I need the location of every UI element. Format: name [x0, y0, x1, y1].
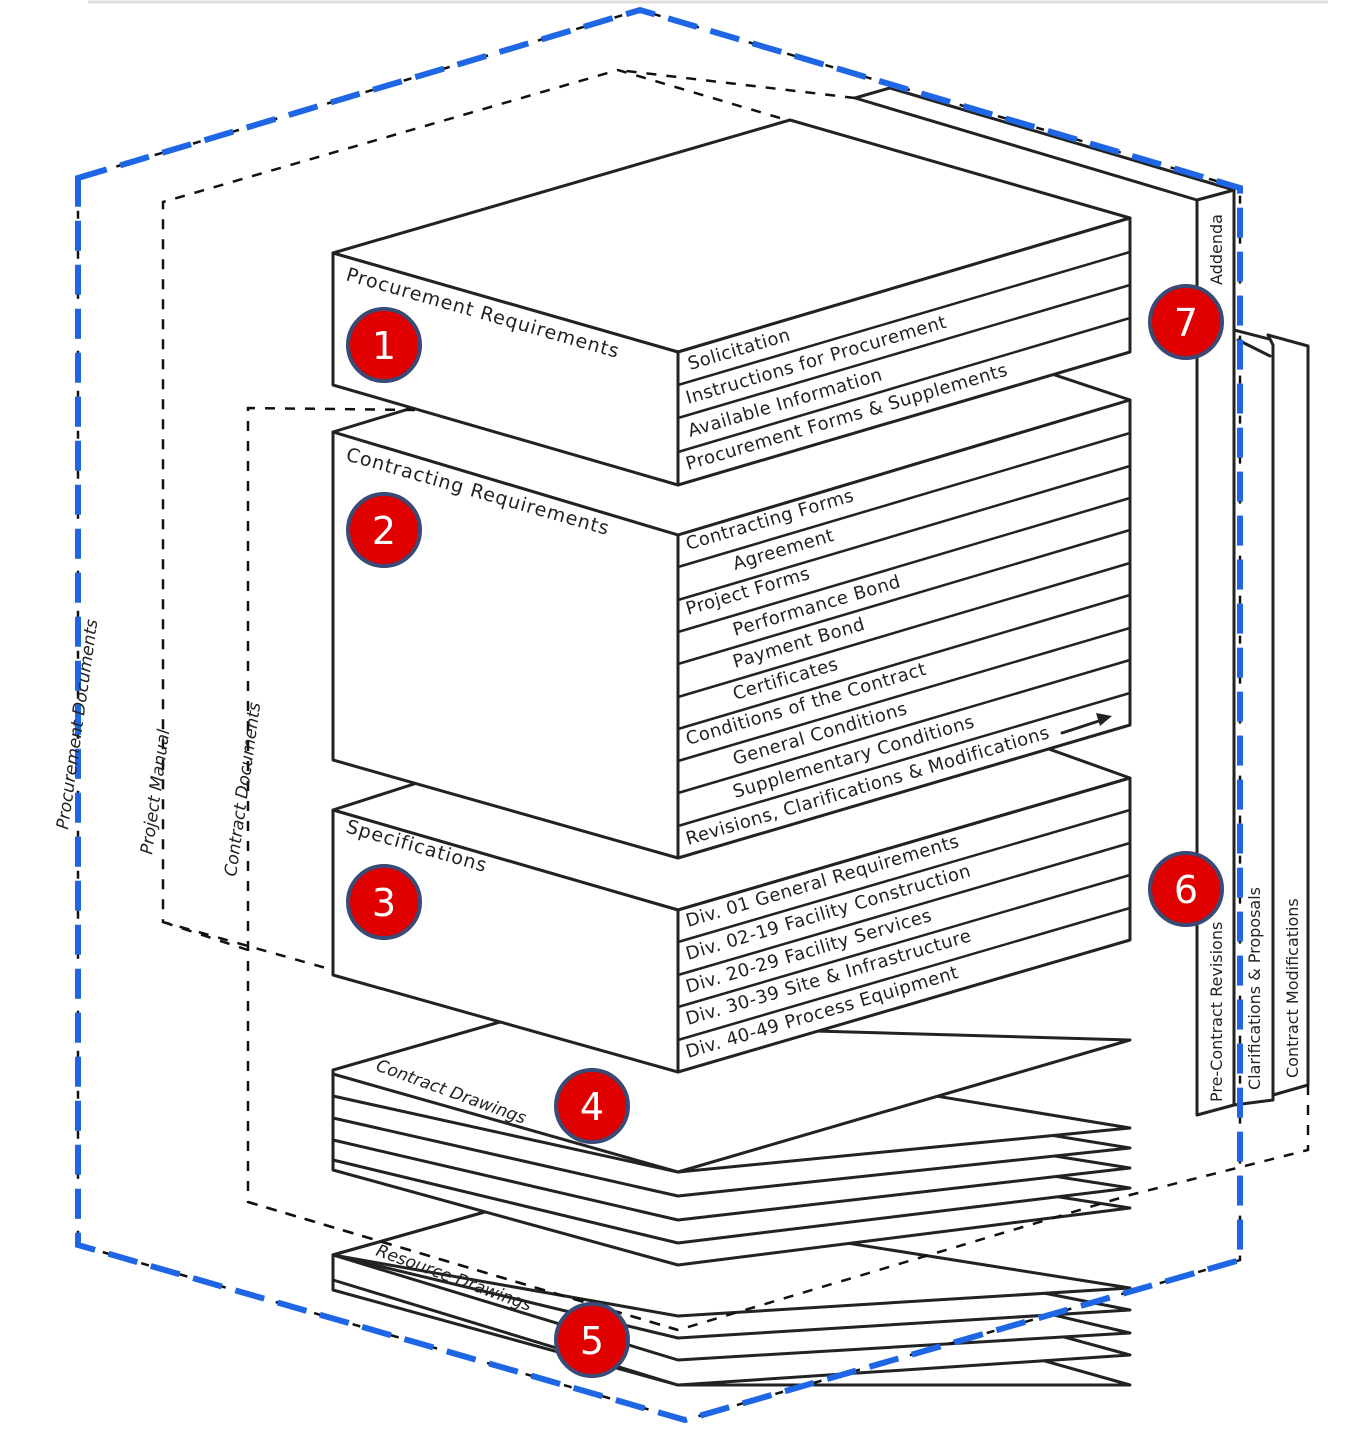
svg-text:7: 7 — [1174, 301, 1198, 345]
badge-3: 3 — [346, 864, 422, 940]
svg-text:2: 2 — [372, 509, 396, 553]
svg-text:5: 5 — [580, 1319, 604, 1363]
badge-2: 2 — [346, 492, 422, 568]
clarifications-tab — [1232, 328, 1275, 1107]
svg-text:4: 4 — [580, 1085, 604, 1129]
project-manual-boundary — [161, 68, 781, 972]
badge-7: 7 — [1148, 284, 1224, 360]
badge-5: 5 — [554, 1302, 630, 1378]
clarifications-proposals-label: Clarifications & Proposals — [1245, 887, 1264, 1090]
modifications-tab — [1266, 333, 1310, 1097]
boundaries — [75, 6, 1310, 1424]
project-manual-label: Project Manual — [137, 728, 174, 856]
badge-1: 1 — [346, 307, 422, 383]
contract-documents-label: Contract Documents — [221, 701, 265, 878]
side-tabs — [853, 86, 1310, 1117]
badge-4: 4 — [554, 1068, 630, 1144]
procurement-documents-boundary — [75, 6, 1243, 1424]
svg-text:3: 3 — [372, 881, 396, 925]
addenda-label: Addenda — [1207, 214, 1226, 285]
badge-6: 6 — [1148, 851, 1224, 927]
svg-text:6: 6 — [1174, 868, 1198, 912]
contract-drawings-stack — [331, 1020, 1132, 1267]
procurement-box — [331, 118, 1132, 487]
contract-modifications-label: Contract Modifications — [1283, 898, 1302, 1078]
svg-text:1: 1 — [372, 324, 396, 368]
pre-contract-revisions-label: Pre-Contract Revisions — [1207, 922, 1226, 1102]
